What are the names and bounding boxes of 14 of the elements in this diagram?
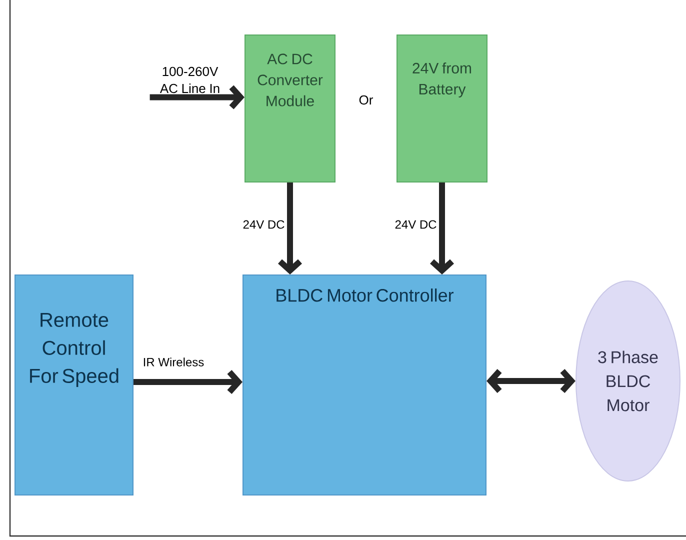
edge-label: 24V DC: [242, 219, 286, 230]
arrow: [278, 182, 302, 274]
note-label: Or: [359, 95, 373, 105]
converter-box: AC DC Converter Module: [244, 34, 336, 182]
arrow: [134, 370, 242, 394]
arrow: [150, 85, 244, 110]
edge-label: IR Wireless: [142, 356, 206, 368]
battery-box: 24V from Battery: [396, 34, 488, 182]
input-label: 100-260V AC Line In: [160, 66, 220, 94]
remote-box: Remote Control For Speed: [14, 274, 134, 496]
arrow: [430, 182, 454, 274]
controller-box: BLDC Motor Controller: [242, 274, 486, 496]
arrow: [486, 368, 576, 393]
edge-label: 24V DC: [394, 219, 438, 230]
